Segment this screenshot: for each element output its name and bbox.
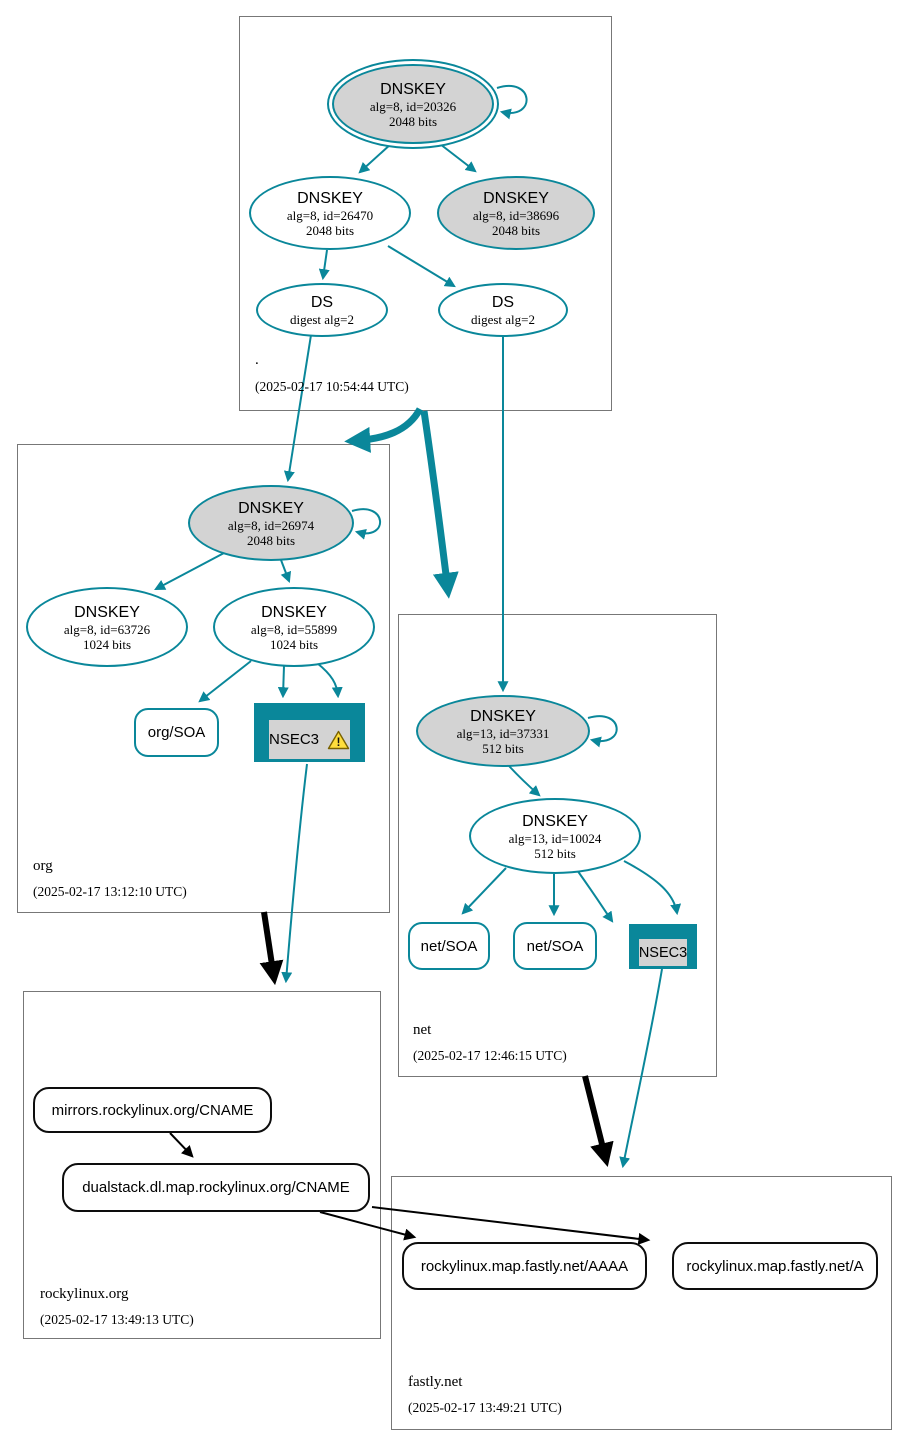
dnskey-alg: alg=8, id=63726 [63, 621, 151, 637]
edge-root-to-org-secure [344, 407, 424, 453]
ds-title: DS [310, 294, 334, 311]
node-root-ksk-dnskey[interactable]: DNSKEY alg=8, id=20326 2048 bits [327, 59, 499, 149]
dnskey-bits: 2048 bits [388, 113, 438, 129]
dnskey-title: DNSKEY [261, 603, 327, 621]
zone-box-fastly [391, 1176, 892, 1430]
node-net-ksk-dnskey[interactable]: DNSKEY alg=13, id=37331 512 bits [416, 695, 590, 767]
dnskey-bits: 2048 bits [305, 222, 355, 238]
zone-timestamp-root: (2025-02-17 10:54:44 UTC) [255, 379, 409, 394]
dnskey-alg: alg=13, id=10024 [508, 830, 602, 846]
node-net-soa1[interactable]: net/SOA [408, 922, 490, 970]
nsec3-body: NSEC3 ! [268, 720, 351, 759]
ds-digest: digest alg=2 [289, 312, 355, 327]
nsec3-body: NSEC3 [638, 939, 688, 966]
node-dualstack-cname[interactable]: dualstack.dl.map.rockylinux.org/CNAME [62, 1163, 370, 1212]
zone-label-fastly: fastly.net [408, 1374, 463, 1390]
node-root-ds1[interactable]: DS digest alg=2 [256, 283, 388, 337]
node-mirrors-cname[interactable]: mirrors.rockylinux.org/CNAME [33, 1087, 272, 1133]
dnskey-bits: 2048 bits [491, 222, 541, 238]
dnskey-alg: alg=13, id=37331 [456, 725, 550, 741]
zone-label-org: org [33, 858, 53, 874]
dnskey-title: DNSKEY [238, 499, 304, 517]
edge-net-to-fastly [582, 1075, 614, 1167]
ds-digest: digest alg=2 [470, 312, 536, 327]
node-net-soa2[interactable]: net/SOA [513, 922, 597, 970]
zone-label-net: net [413, 1022, 432, 1038]
nsec3-label: NSEC3 [638, 944, 688, 961]
node-org-soa[interactable]: org/SOA [134, 708, 219, 757]
zone-box-rockylinux [23, 991, 381, 1339]
nsec3-header [662, 927, 665, 936]
node-root-dnskey-38696[interactable]: DNSKEY alg=8, id=38696 2048 bits [437, 176, 595, 250]
zone-box-org [17, 444, 390, 913]
nsec3-header [308, 706, 311, 717]
edge-root-to-net-secure [420, 410, 459, 599]
zone-timestamp-fastly: (2025-02-17 13:49:21 UTC) [408, 1400, 562, 1415]
node-net-nsec3[interactable]: NSEC3 [629, 924, 697, 969]
dnskey-title: DNSKEY [380, 80, 446, 98]
dnskey-title: DNSKEY [74, 603, 140, 621]
dnskey-bits: 512 bits [534, 845, 576, 861]
node-org-dnskey-55899[interactable]: DNSKEY alg=8, id=55899 1024 bits [213, 587, 375, 667]
zone-box-net [398, 614, 717, 1077]
a-label: rockylinux.map.fastly.net/A [686, 1257, 864, 1275]
svg-text:!: ! [337, 735, 341, 749]
zone-timestamp-net: (2025-02-17 12:46:15 UTC) [413, 1048, 567, 1063]
dnskey-alg: alg=8, id=20326 [369, 98, 457, 114]
ds-title: DS [491, 294, 515, 311]
node-org-dnskey-63726[interactable]: DNSKEY alg=8, id=63726 1024 bits [26, 587, 188, 667]
zone-label-rockylinux: rockylinux.org [40, 1286, 129, 1302]
soa-label: org/SOA [147, 724, 206, 741]
node-net-zsk-dnskey[interactable]: DNSKEY alg=13, id=10024 512 bits [469, 798, 641, 874]
zone-label-root: . [255, 352, 259, 368]
dnskey-title: DNSKEY [470, 707, 536, 725]
zone-timestamp-org: (2025-02-17 13:12:10 UTC) [33, 884, 187, 899]
dnskey-alg: alg=8, id=26974 [227, 517, 315, 533]
soa-label: net/SOA [526, 937, 584, 955]
dnskey-bits: 1024 bits [82, 636, 132, 652]
dnskey-title: DNSKEY [483, 189, 549, 207]
node-org-ksk-dnskey[interactable]: DNSKEY alg=8, id=26974 2048 bits [188, 485, 354, 561]
dnskey-alg: alg=8, id=38696 [472, 207, 560, 223]
dnskey-alg: alg=8, id=26470 [286, 207, 374, 223]
warning-icon: ! [327, 730, 350, 749]
soa-label: net/SOA [420, 937, 478, 955]
dnskey-bits: 2048 bits [246, 532, 296, 548]
node-fastly-aaaa[interactable]: rockylinux.map.fastly.net/AAAA [402, 1242, 647, 1290]
nsec3-label: NSEC3 [268, 731, 320, 748]
node-fastly-a[interactable]: rockylinux.map.fastly.net/A [672, 1242, 878, 1290]
edge-org-to-rockylinux [259, 911, 284, 986]
aaaa-label: rockylinux.map.fastly.net/AAAA [420, 1257, 629, 1275]
node-root-zsk-dnskey[interactable]: DNSKEY alg=8, id=26470 2048 bits [249, 176, 411, 250]
dnskey-alg: alg=8, id=55899 [250, 621, 338, 637]
dnskey-title: DNSKEY [522, 812, 588, 830]
cname-label: mirrors.rockylinux.org/CNAME [51, 1101, 254, 1119]
node-root-ds2[interactable]: DS digest alg=2 [438, 283, 568, 337]
dnskey-bits: 1024 bits [269, 636, 319, 652]
cname-label: dualstack.dl.map.rockylinux.org/CNAME [82, 1179, 350, 1196]
dnskey-title: DNSKEY [297, 189, 363, 207]
zone-timestamp-rockylinux: (2025-02-17 13:49:13 UTC) [40, 1312, 194, 1327]
node-org-nsec3[interactable]: NSEC3 ! [254, 703, 365, 762]
dnskey-bits: 512 bits [482, 740, 524, 756]
